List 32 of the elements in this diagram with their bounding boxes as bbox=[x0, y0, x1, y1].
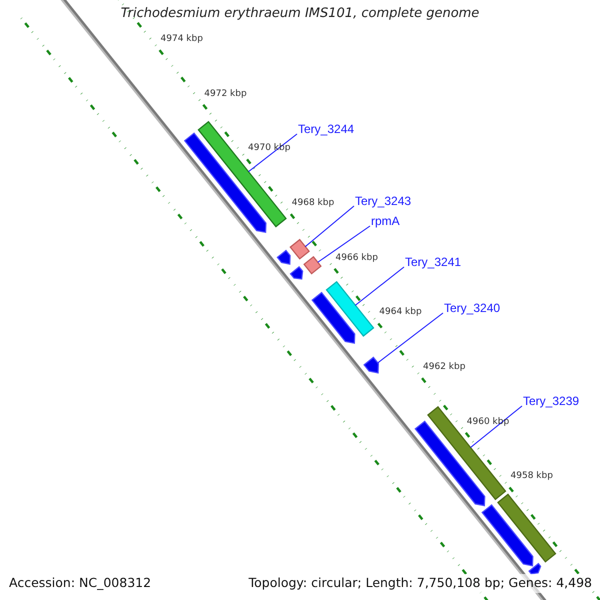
leader-line bbox=[304, 206, 354, 248]
gene-segment bbox=[363, 356, 379, 374]
gene-label: Tery_3241 bbox=[405, 256, 462, 269]
tick-label: 4958 kbp bbox=[510, 471, 553, 482]
gene-bar bbox=[497, 494, 556, 563]
gene-bar bbox=[303, 256, 322, 275]
gene-segment bbox=[481, 504, 534, 567]
tick-label: 4974 kbp bbox=[160, 34, 203, 44]
genome-info-text: Topology: circular; Length: 7,750,108 bp; Genes: 4,498 bbox=[248, 574, 592, 593]
tick-label: 4968 kbp bbox=[292, 198, 334, 208]
leader-line bbox=[317, 226, 370, 263]
leader-line bbox=[377, 312, 444, 364]
gene-segment bbox=[290, 266, 304, 280]
tick-label: 4962 kbp bbox=[423, 362, 466, 372]
gene-bar bbox=[289, 238, 310, 260]
gene-bar bbox=[326, 280, 374, 337]
gene-label: Tery_3243 bbox=[355, 195, 412, 208]
tick-label: 4972 kbp bbox=[204, 88, 247, 99]
gene-label: rpmA bbox=[371, 215, 400, 228]
tick-label: 4964 kbp bbox=[379, 307, 422, 318]
gene-segment bbox=[276, 250, 291, 265]
gene-label: Tery_3239 bbox=[523, 395, 580, 408]
tick-label: 4966 kbp bbox=[336, 252, 378, 263]
leader-line bbox=[354, 266, 404, 306]
leader-line bbox=[470, 406, 522, 448]
gene-segment bbox=[528, 562, 542, 574]
gene-segment bbox=[311, 292, 356, 344]
gene-label: Tery_3244 bbox=[298, 123, 354, 136]
gene-label: Tery_3240 bbox=[444, 302, 500, 315]
leader-line bbox=[248, 134, 298, 172]
accession-text: Accession: NC_008312 bbox=[9, 574, 152, 592]
title: Trichodesmium erythraeum IMS101, complete genome bbox=[120, 5, 480, 23]
